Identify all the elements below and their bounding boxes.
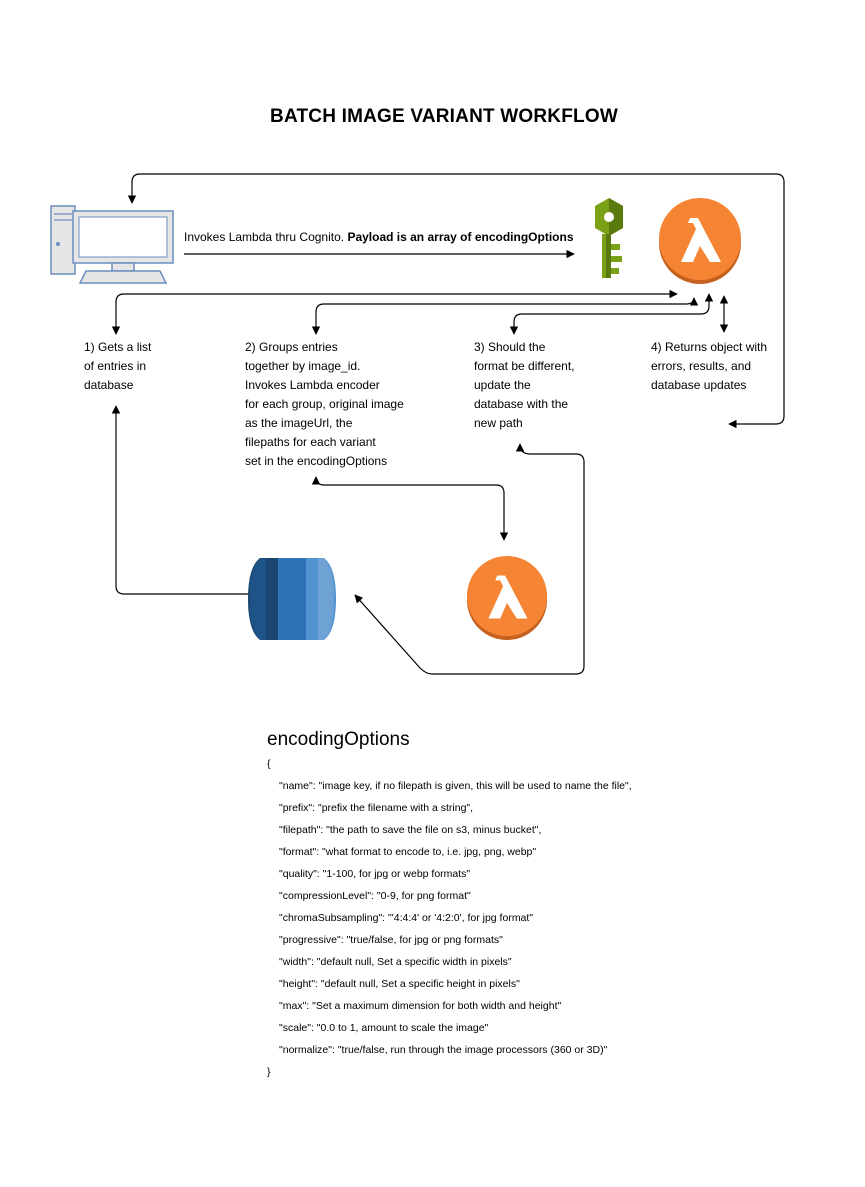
encoding-option-line: "format": "what format to encode to, i.e…: [279, 846, 537, 858]
invoke-label: Invokes Lambda thru Cognito. Payload is …: [184, 230, 574, 244]
step3-line: format be different,: [474, 359, 575, 373]
encoding-option-line: "progressive": "true/false, for jpg or p…: [279, 934, 503, 946]
invoke-label-bold: Payload is an array of encodingOptions: [347, 230, 574, 244]
invoke-label-text: Invokes Lambda thru Cognito.: [184, 230, 348, 244]
encoding-option-line: "prefix": "prefix the filename with a st…: [279, 802, 474, 814]
step4-line: errors, results, and: [651, 359, 752, 373]
step2-line: together by image_id.: [245, 359, 361, 373]
encoding-option-line: "scale": "0.0 to 1, amount to scale the …: [279, 1022, 489, 1034]
step3-line: database with the: [474, 397, 569, 411]
step3-lambda-arrow: [509, 293, 714, 335]
step3-line: new path: [474, 416, 523, 430]
encoding-option-line: "filepath": "the path to save the file o…: [279, 824, 542, 836]
desktop-computer-icon: [50, 204, 174, 286]
encoding-options-title: encodingOptions: [267, 729, 410, 750]
step2-line: for each group, original image: [245, 397, 404, 411]
encoding-option-line: "max": "Set a maximum dimension for both…: [279, 1000, 562, 1012]
step2-line: as the imageUrl, the: [245, 416, 353, 430]
step2-lambda-arrow: [311, 297, 699, 335]
encoding-option-line: "width": "default null, Set a specific w…: [279, 956, 512, 968]
return-to-client-arrow: [127, 173, 785, 429]
step1-line: 1) Gets a list: [84, 340, 152, 354]
step1-line: database: [84, 378, 134, 392]
step3-database-arrow: [354, 443, 585, 675]
step2-encoder-arrow: [311, 476, 509, 541]
step2-text: 2) Groups entries together by image_id. …: [245, 338, 404, 471]
step2-line: 2) Groups entries: [245, 340, 338, 354]
step1-text: 1) Gets a list of entries in database: [84, 338, 151, 395]
lambda-encoder-icon: [465, 556, 549, 640]
encoding-option-line: "name": "image key, if no filepath is gi…: [279, 780, 632, 792]
step1-database-arrow: [111, 405, 261, 599]
step1-lambda-arrow: [111, 289, 678, 335]
encoding-option-line: "quality": "1-100, for jpg or webp forma…: [279, 868, 471, 880]
cognito-key-icon: [589, 198, 629, 280]
rds-database-icon: [248, 555, 336, 643]
encoding-option-line: "chromaSubsampling": "'4:4:4' or '4:2:0'…: [279, 912, 534, 924]
step3-line: 3) Should the: [474, 340, 546, 354]
lambda-icon: [657, 198, 743, 284]
step3-line: update the: [474, 378, 531, 392]
step4-line: database updates: [651, 378, 747, 392]
step2-line: Invokes Lambda encoder: [245, 378, 380, 392]
step2-line: filepaths for each variant: [245, 435, 376, 449]
encoding-options-close-brace: }: [267, 1066, 271, 1078]
step4-text: 4) Returns object with errors, results, …: [651, 338, 767, 395]
encoding-option-line: "height": "default null, Set a specific …: [279, 978, 520, 990]
step1-line: of entries in: [84, 359, 147, 373]
encoding-options-open-brace: {: [267, 758, 271, 770]
step2-line: set in the encodingOptions: [245, 454, 388, 468]
encoding-option-line: "compressionLevel": "0-9, for png format…: [279, 890, 471, 902]
step4-line: 4) Returns object with: [651, 340, 768, 354]
step3-text: 3) Should the format be different, updat…: [474, 338, 575, 433]
encoding-option-line: "normalize": "true/false, run through th…: [279, 1044, 608, 1056]
diagram-title: BATCH IMAGE VARIANT WORKFLOW: [270, 106, 618, 127]
